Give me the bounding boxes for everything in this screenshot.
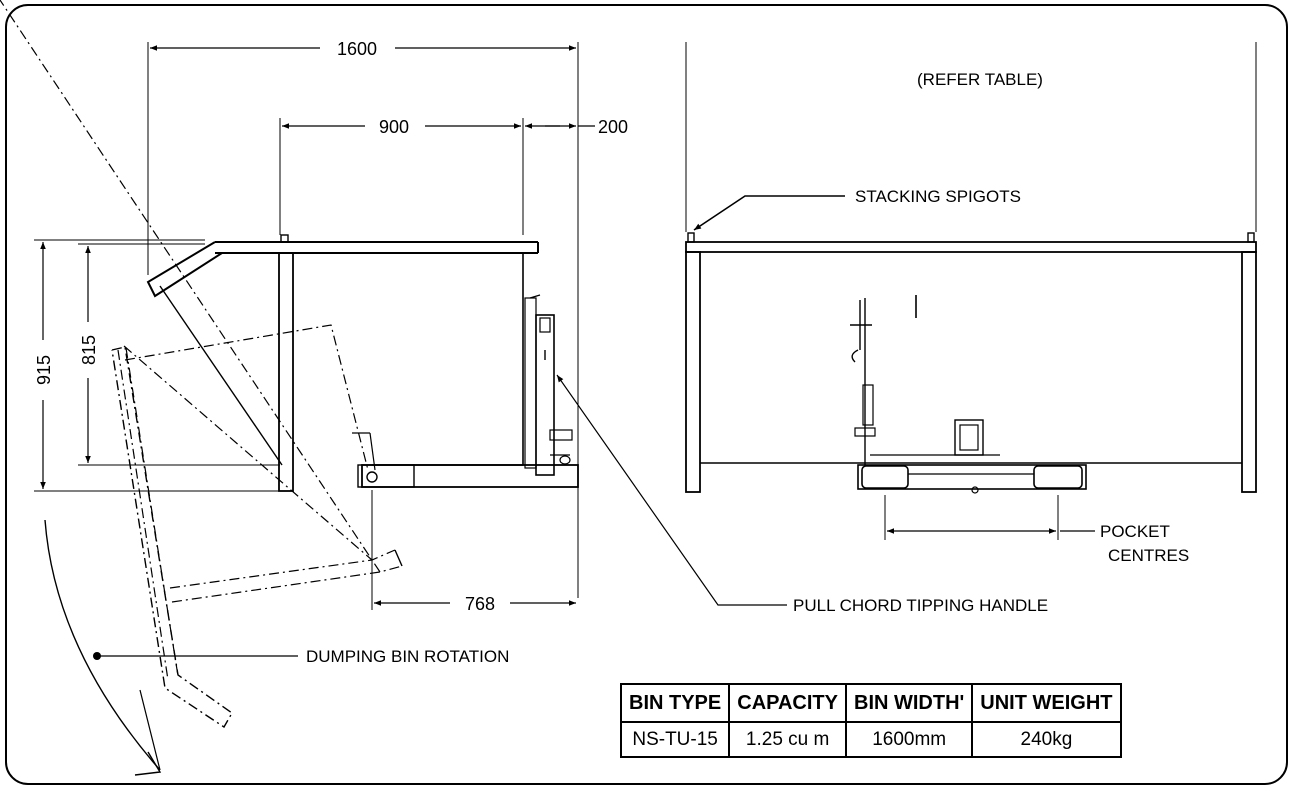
spec-data-row: NS-TU-15 1.25 cu m 1600mm 240kg (619, 721, 1122, 758)
dim-768: 768 (465, 594, 495, 614)
dumping-rotation-label: DUMPING BIN ROTATION (306, 647, 509, 666)
dim-900: 900 (379, 117, 409, 137)
header-bin-width: BIN WIDTH' (844, 683, 974, 723)
dim-200: 200 (598, 117, 628, 137)
pocket-centres-label-1: POCKET (1100, 522, 1170, 541)
cell-capacity: 1.25 cu m (728, 721, 847, 758)
dim-1600: 1600 (337, 39, 377, 59)
dim-815: 815 (79, 335, 99, 365)
cell-unit-weight: 240kg (971, 721, 1122, 758)
stacking-spigots-label: STACKING SPIGOTS (855, 187, 1021, 206)
pull-chord-label: PULL CHORD TIPPING HANDLE (793, 596, 1048, 615)
side-view (0, 0, 579, 776)
spec-table: BIN TYPE CAPACITY BIN WIDTH' UNIT WEIGHT… (619, 683, 1122, 758)
side-dimensions (40, 45, 787, 657)
header-capacity: CAPACITY (728, 683, 847, 723)
header-unit-weight: UNIT WEIGHT (971, 683, 1122, 723)
sheet-border (5, 4, 1288, 785)
pocket-centres-label-2: CENTRES (1108, 546, 1189, 565)
dim-915: 915 (34, 355, 54, 385)
cell-bin-width: 1600mm (844, 721, 974, 758)
spec-header-row: BIN TYPE CAPACITY BIN WIDTH' UNIT WEIGHT (619, 683, 1122, 723)
front-view (685, 42, 1257, 540)
cell-bin-type: NS-TU-15 (619, 721, 731, 758)
header-bin-type: BIN TYPE (619, 683, 731, 723)
refer-table-note: (REFER TABLE) (917, 70, 1043, 89)
